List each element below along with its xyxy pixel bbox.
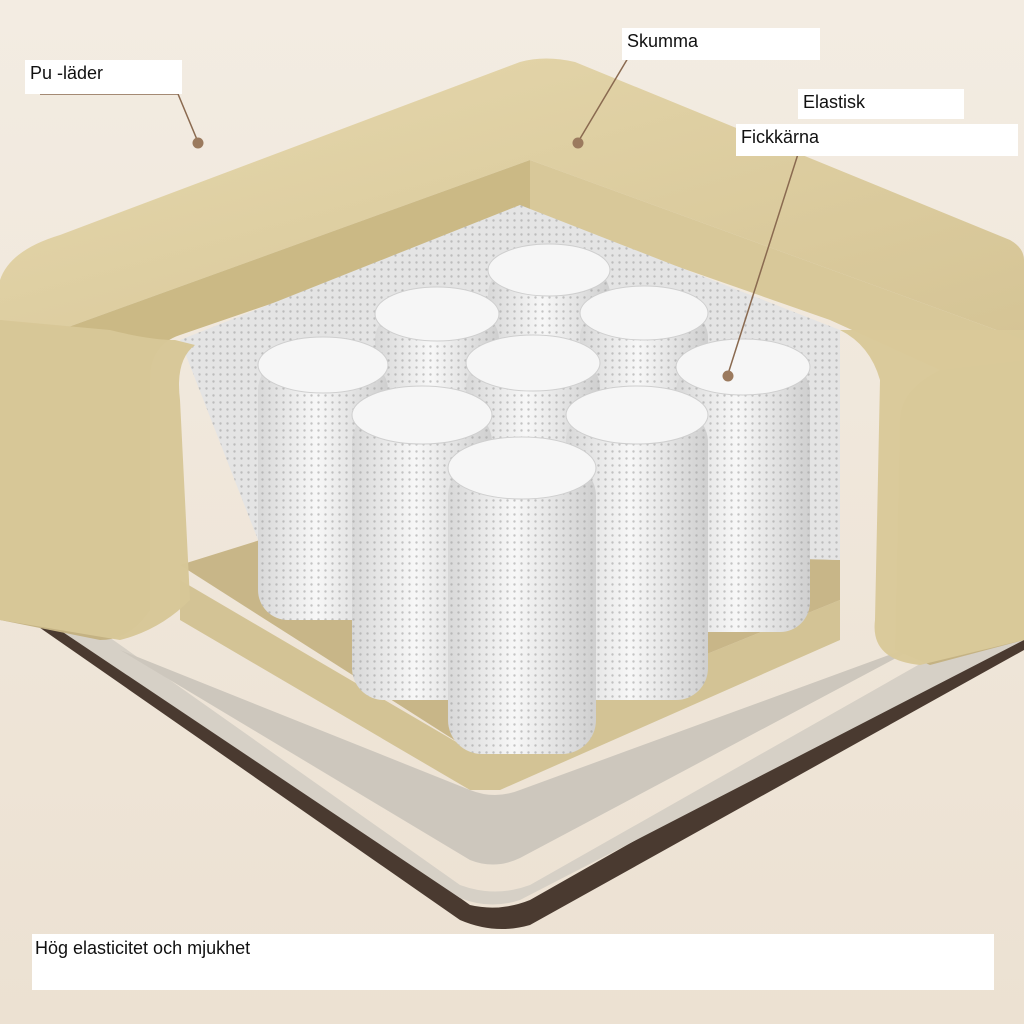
leader-line-pu xyxy=(40,93,199,143)
outer-edge xyxy=(0,570,1024,929)
foam-front-right-wall xyxy=(840,330,1024,665)
base-fabric-layer xyxy=(0,560,1024,905)
foam-inner-back-left xyxy=(60,160,530,380)
foam-front-left-wall xyxy=(0,320,195,640)
pocket-spring xyxy=(675,338,811,632)
foam-frame-top xyxy=(0,58,1024,340)
foam-inner-back-right xyxy=(530,160,1024,370)
marker-dot-pu xyxy=(192,137,204,149)
marker-dot-skumma xyxy=(572,137,584,149)
pocket-springs xyxy=(257,243,811,754)
label-skumma: Skumma xyxy=(622,28,820,60)
label-elastisk: Elastisk xyxy=(798,89,964,119)
inner-fabric-floor xyxy=(120,640,930,865)
label-pu-lader: Pu -läder xyxy=(25,60,182,94)
pocket-spring xyxy=(565,385,709,700)
pocket-spring xyxy=(447,436,597,754)
label-fickkarna: Fickkärna xyxy=(736,124,1018,156)
caption: Hög elasticitet och mjukhet xyxy=(32,934,994,990)
marker-dot-fickkarna xyxy=(722,370,734,382)
